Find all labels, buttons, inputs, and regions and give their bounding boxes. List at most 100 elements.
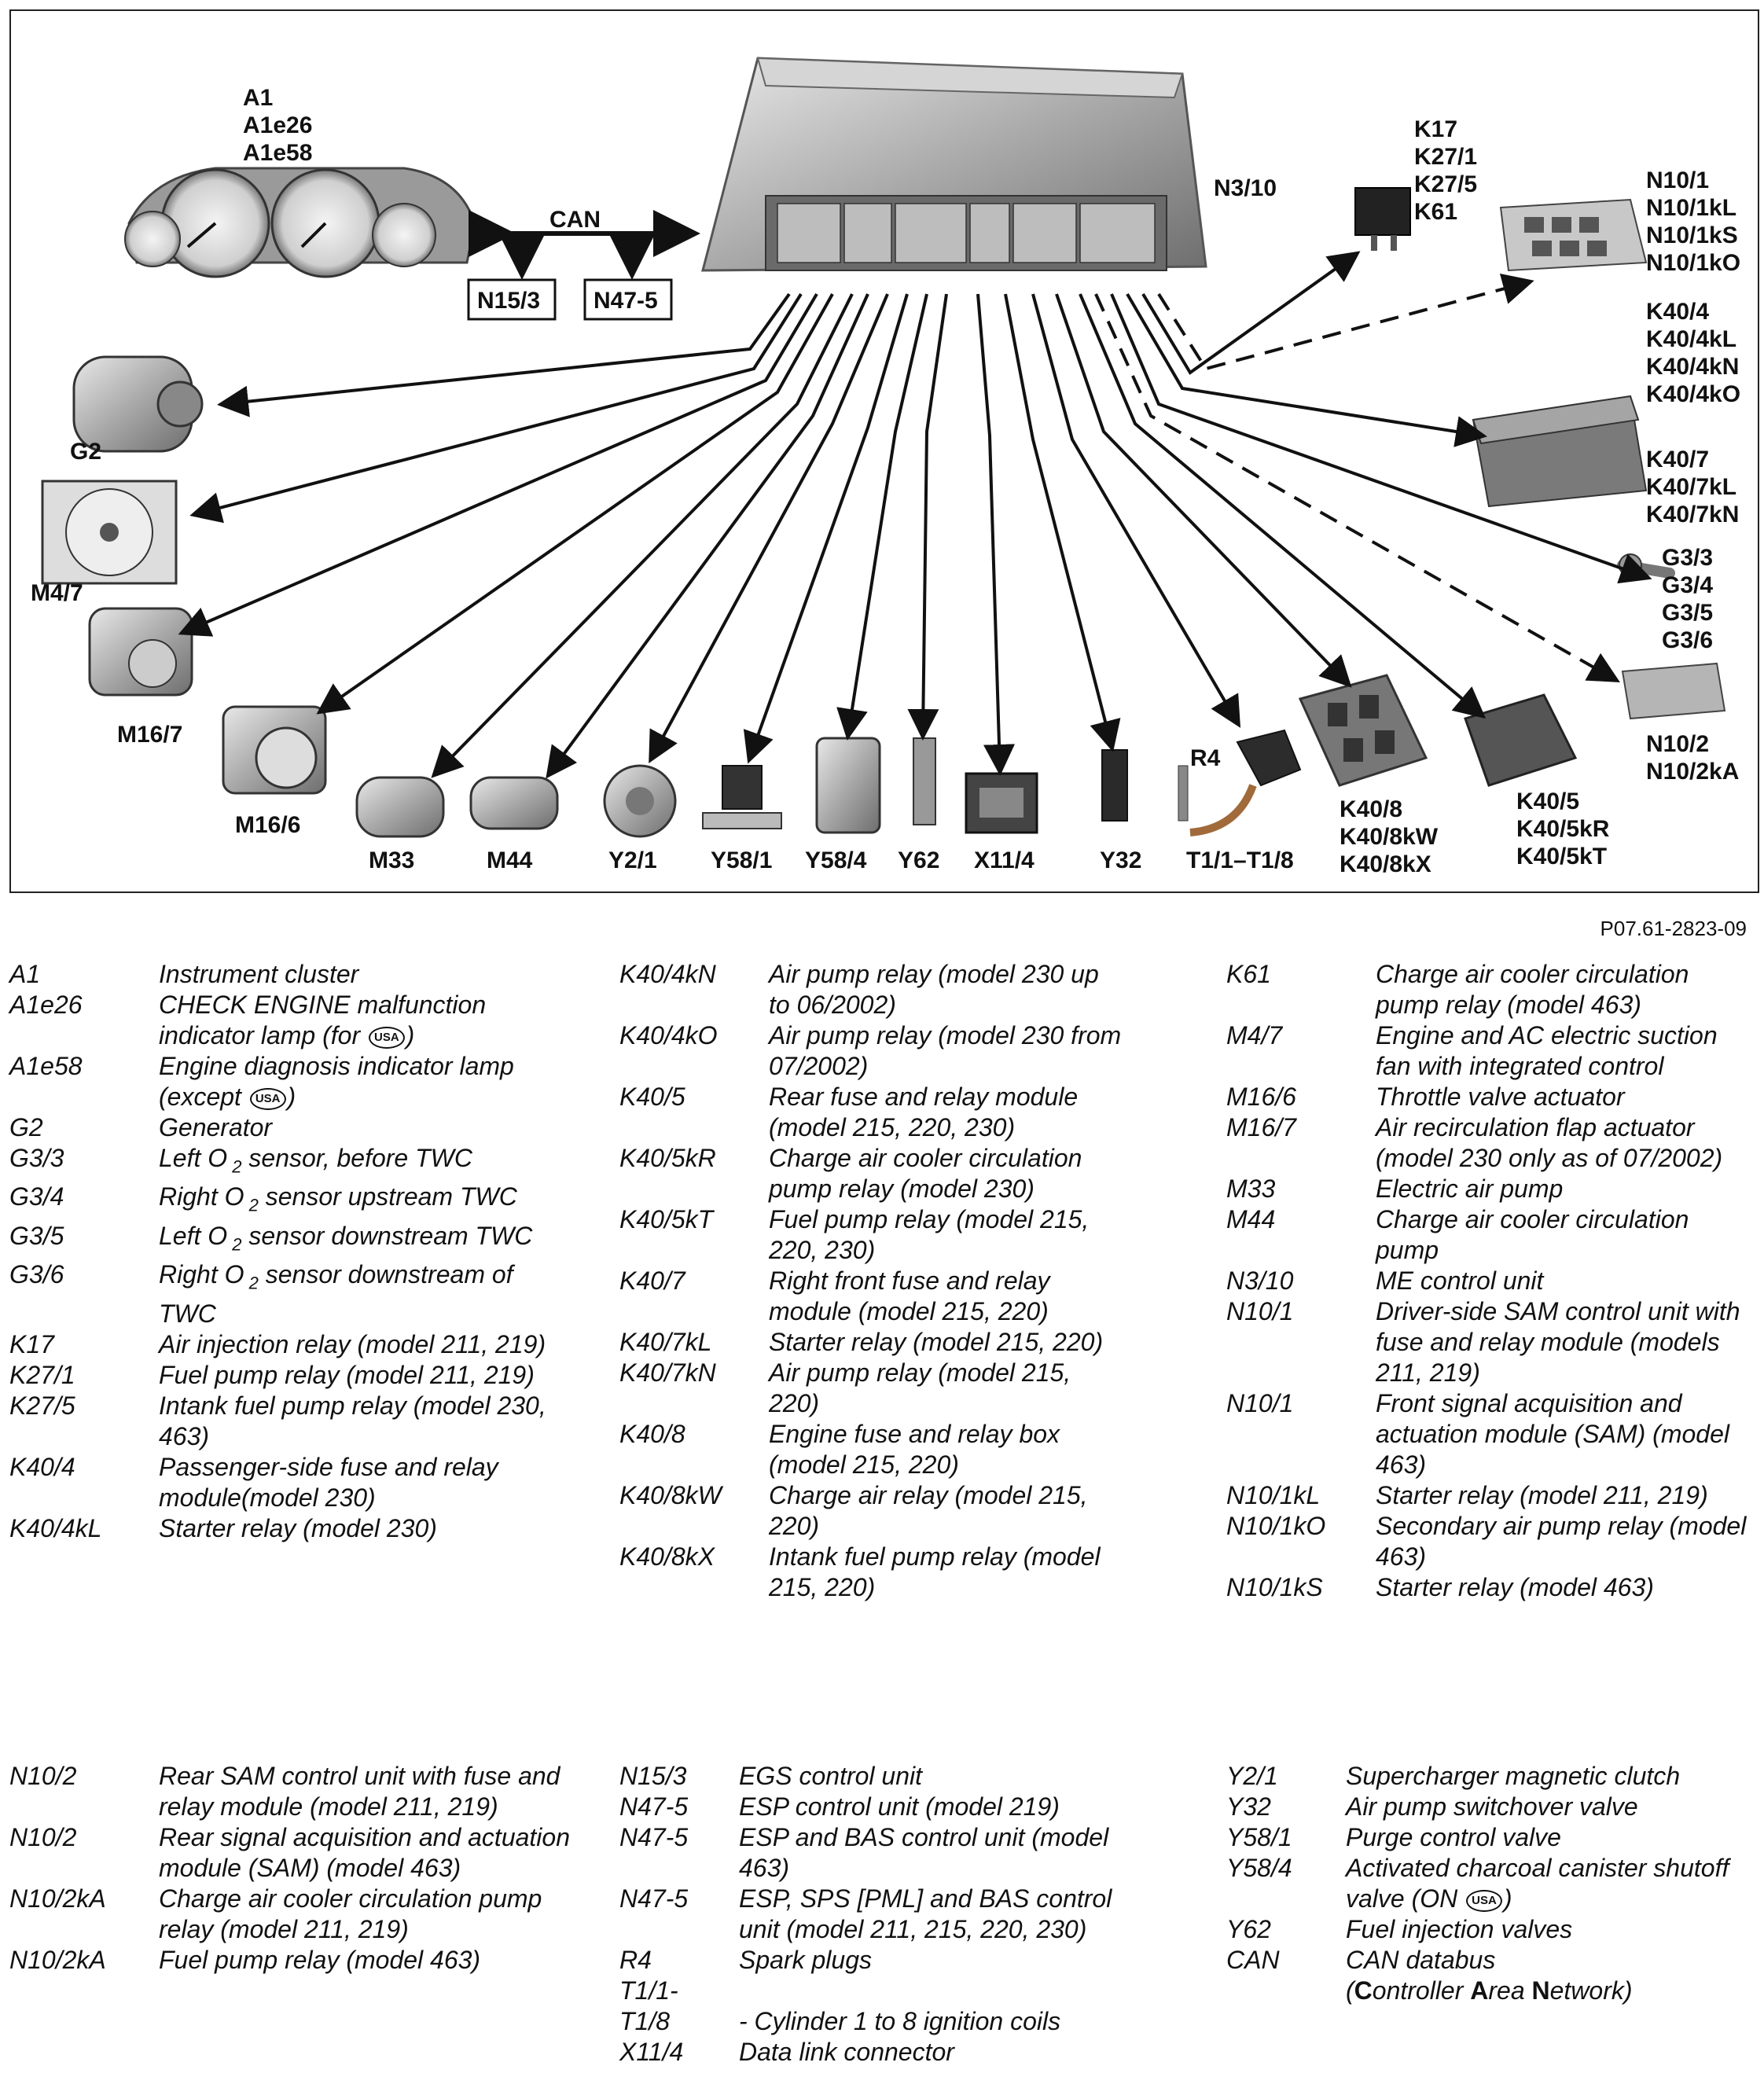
legend-code: K40/4kN — [619, 960, 716, 988]
label-n10-2: N10/2 — [1646, 731, 1709, 757]
label-k40-8: K40/8 — [1340, 796, 1402, 822]
me-control-unit-image — [701, 57, 1207, 272]
legend-description: Fuel injection valves — [1346, 1915, 1573, 1943]
legend-description: Rear signal acquisition and actuation mo… — [159, 1823, 570, 1882]
legend-description: ME control unit — [1376, 1266, 1544, 1295]
wiring-diagram: A1 A1e26 A1e58 CAN N15/3 N47-5 N3/10 K17… — [9, 9, 1759, 893]
legend-description: Air injection relay (model 211, 219) — [159, 1329, 546, 1358]
legend-code: N10/1kS — [1226, 1573, 1323, 1601]
instrument-cluster-image — [124, 167, 476, 278]
legend-description: Right front fuse and relay module (model… — [769, 1266, 1050, 1325]
legend-code: M44 — [1226, 1205, 1276, 1233]
legend-description: Engine and AC electric suction fan with … — [1376, 1021, 1718, 1080]
label-n10-2ka: N10/2kA — [1646, 759, 1739, 785]
label-k40-7: K40/7 — [1646, 447, 1709, 472]
legend-code: Y58/4 — [1226, 1854, 1292, 1882]
legend-code: N10/2 — [9, 1823, 77, 1851]
legend-description: Fuel pump relay (model 215, 220, 230) — [769, 1205, 1090, 1264]
legend-description: Data link connector — [739, 2038, 954, 2066]
label-y62: Y62 — [898, 847, 939, 873]
legend-code: K40/5kR — [619, 1144, 716, 1172]
legend-description: Fuel pump relay (model 463) — [159, 1946, 481, 1974]
switchover-valve-image — [1101, 749, 1128, 822]
label-y58-4: Y58/4 — [805, 847, 867, 873]
label-y32: Y32 — [1100, 847, 1141, 873]
legend-code: R4 — [619, 1946, 652, 1974]
legend-code: G2 — [9, 1113, 43, 1141]
legend-description: Charge air cooler circulation pump relay… — [1376, 960, 1689, 1019]
can-bus-lines — [469, 210, 700, 280]
label-k40-7kn: K40/7kN — [1646, 502, 1739, 528]
legend-description: Activated charcoal canister shutoff valv… — [1346, 1854, 1729, 1913]
legend-code: K40/8 — [619, 1420, 685, 1448]
label-k27-5: K27/5 — [1414, 171, 1477, 197]
legend-description: Generator — [159, 1113, 273, 1141]
legend-code: N10/1 — [1226, 1297, 1294, 1325]
label-k40-4kn: K40/4kN — [1646, 354, 1739, 380]
legend-code: N47-5 — [619, 1792, 689, 1821]
legend-row: T1/1- — [619, 1976, 1154, 2006]
canister-valve-image — [815, 737, 881, 834]
legend-description: Air pump switchover valve — [1346, 1792, 1638, 1821]
label-y2-1: Y2/1 — [608, 847, 657, 873]
sam-module-n10-2-image — [1621, 662, 1726, 720]
legend-description: Left O 2 sensor, before TWC — [159, 1144, 472, 1177]
usa-badge-icon: USA — [368, 1026, 405, 1049]
label-can: CAN — [549, 207, 601, 233]
label-k17: K17 — [1414, 116, 1457, 142]
legend-description: Charge air cooler circulation pump relay… — [769, 1144, 1082, 1203]
legend-row: A1e58 Engine diagnosis indicator lamp (ex… — [9, 1051, 575, 1112]
label-n10-1ko: N10/1kO — [1646, 250, 1740, 276]
label-m33: M33 — [369, 847, 414, 873]
legend-code: G3/3 — [9, 1144, 64, 1172]
flap-actuator-m16-7-image — [88, 607, 193, 697]
legend-code: A1e58 — [9, 1052, 83, 1080]
legend-code: K40/5 — [619, 1083, 685, 1111]
legend-code: K40/4 — [9, 1452, 75, 1481]
legend-code: M16/6 — [1226, 1083, 1296, 1111]
label-a1e26: A1e26 — [243, 112, 312, 138]
label-m4-7: M4/7 — [31, 580, 83, 606]
legend-description: Engine diagnosis indicator lamp (except … — [159, 1052, 514, 1111]
label-m16-6: M16/6 — [235, 812, 300, 838]
legend-description: Rear fuse and relay module (model 215, 2… — [769, 1083, 1079, 1141]
legend-code: N3/10 — [1226, 1266, 1294, 1295]
legend-code: K17 — [9, 1329, 54, 1358]
figure-reference: P07.61-2823-09 — [1600, 917, 1747, 940]
circulation-pump-image — [469, 776, 559, 830]
label-x11-4: X11/4 — [974, 847, 1035, 873]
purge-valve-image — [702, 765, 782, 829]
label-m44: M44 — [487, 847, 533, 873]
injector-image — [913, 737, 936, 825]
label-t1: T1/1–T1/8 — [1186, 847, 1294, 873]
legend-code: N10/1kO — [1226, 1512, 1326, 1540]
data-link-connector-image — [965, 772, 1038, 834]
legend-description: Instrument cluster — [159, 960, 359, 988]
relay-k17-image — [1354, 187, 1411, 251]
legend-description: Air pump relay (model 230 from 07/2002) — [769, 1021, 1122, 1080]
legend-description: Intank fuel pump relay (model 230, 463) — [159, 1391, 546, 1450]
legend-row: N3/10 ME control unit — [1226, 1266, 1753, 1296]
label-n3-10: N3/10 — [1214, 175, 1277, 201]
legend-code: G3/6 — [9, 1260, 64, 1289]
